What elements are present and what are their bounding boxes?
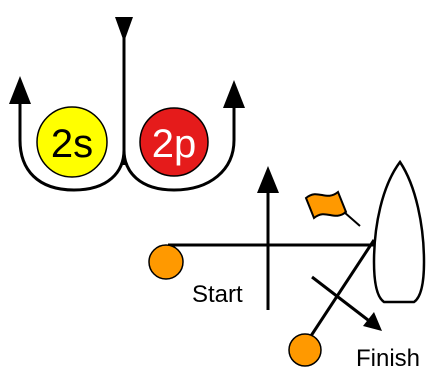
start-finish-diagram: Start Finish (148, 159, 426, 369)
gate-mark-2p-label: 2p (152, 122, 197, 166)
start-label: Start (192, 281, 243, 308)
finish-line (303, 239, 376, 346)
committee-boat-icon (372, 159, 426, 304)
finish-direction-line (311, 275, 369, 322)
gate-mark-2s-label: 2s (51, 122, 93, 166)
finish-mark (288, 333, 322, 367)
flag-icon (304, 190, 348, 220)
finish-arrow-head-icon (363, 312, 382, 331)
start-mark (148, 244, 184, 280)
finish-label: Finish (356, 345, 420, 369)
down-arrow-head-icon (115, 17, 133, 42)
gate-mark-2p (139, 107, 209, 177)
start-up-arrow-head-icon (257, 166, 279, 193)
left-up-arrow-head-icon (9, 76, 31, 104)
left-rounding-path (18, 100, 126, 192)
gate-mark-2s (36, 106, 108, 178)
right-rounding-path (122, 104, 236, 192)
flag-pole (343, 211, 361, 227)
gate-rounding-diagram: 2s 2p (9, 17, 245, 192)
right-up-arrow-head-icon (223, 80, 245, 108)
